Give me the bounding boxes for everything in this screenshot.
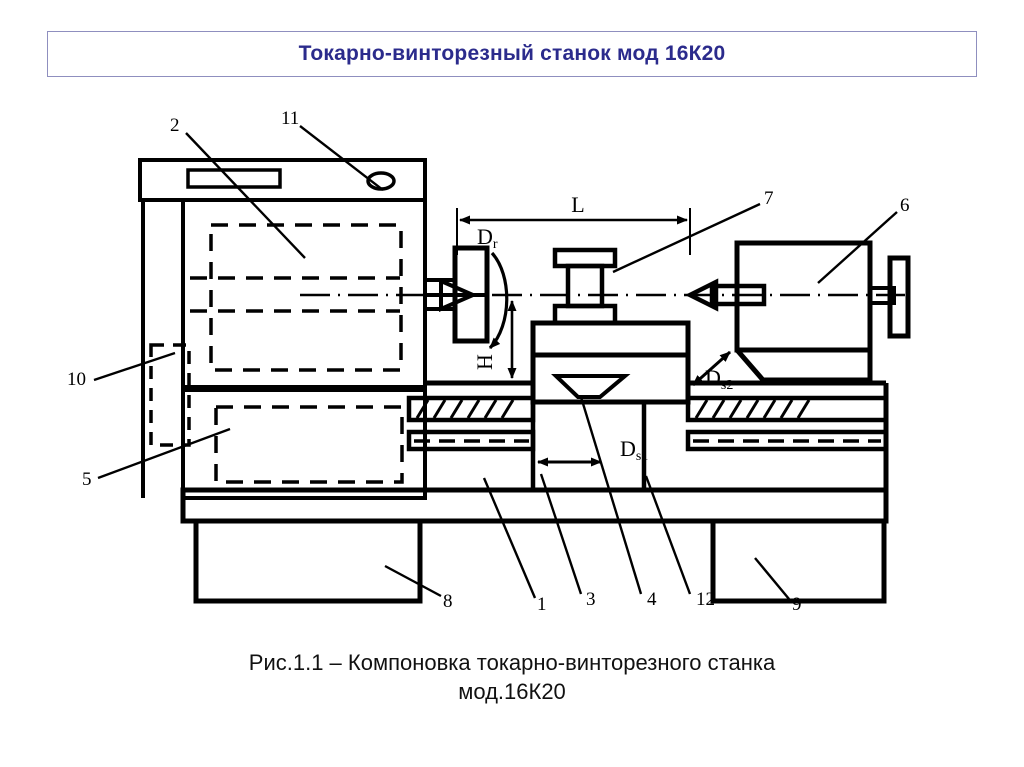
tool-post-cap <box>552 247 618 269</box>
callout-number-7: 7 <box>764 188 774 209</box>
callout-number-8: 8 <box>443 591 453 612</box>
callout-number-5: 5 <box>82 469 92 490</box>
cross-slide <box>530 320 691 358</box>
dimension-Ds2-line <box>692 350 731 387</box>
figure-caption: Рис.1.1 – Компоновка токарно-винторезног… <box>0 648 1024 706</box>
callout-leader-6 <box>817 211 898 284</box>
right-leg-pedestal <box>710 518 887 604</box>
callout-number-12: 12 <box>696 589 715 610</box>
tool-post-flange <box>552 303 618 326</box>
carriage-group <box>530 247 691 493</box>
control-panel-shelf <box>138 158 427 202</box>
left-leg-pedestal <box>193 518 423 604</box>
callout-leader-2 <box>185 132 306 259</box>
callouts-group <box>93 125 898 600</box>
callout-number-1: 1 <box>537 594 547 615</box>
callout-number-11: 11 <box>281 108 299 129</box>
callout-numbers-group: 2 11 7 6 10 5 8 1 3 4 12 9 <box>67 108 910 615</box>
feed-gearbox-hidden <box>214 405 404 484</box>
leadscrew-feedrod-group <box>406 395 889 452</box>
tailstock-handwheel <box>887 255 911 339</box>
tool-post-column <box>565 263 605 309</box>
leadscrew-left-threads <box>415 399 515 419</box>
carriage-v-notch <box>551 374 631 399</box>
dimension-H: H <box>472 300 517 379</box>
callout-leader-8 <box>384 564 442 598</box>
headstock-hidden-gearbox <box>209 223 403 372</box>
legs-group <box>193 518 887 604</box>
title-box: Токарно-винторезный станок мод 16К20 <box>47 31 977 77</box>
dimension-Dr-arc <box>488 251 509 350</box>
dimension-Ds1-label: Ds1 <box>620 436 648 464</box>
dimension-H-label: H <box>472 354 497 370</box>
callout-leader-12 <box>644 475 692 595</box>
callout-leader-10 <box>93 351 176 382</box>
callout-leader-5 <box>97 427 231 480</box>
headstock-body <box>181 198 427 389</box>
lathe-schematic-svg: L Dr H Ds1 <box>67 108 911 615</box>
tailstock-center-point <box>684 278 719 312</box>
dimension-Dr: Dr <box>477 224 509 350</box>
tailstock-body <box>734 240 873 353</box>
callout-number-3: 3 <box>586 589 596 610</box>
dimension-L: L <box>456 192 691 255</box>
callout-number-2: 2 <box>170 115 180 136</box>
callout-leader-1 <box>482 477 537 599</box>
callout-number-9: 9 <box>792 594 802 615</box>
tailstock-foot <box>735 348 873 383</box>
feedrod-left <box>406 429 536 452</box>
dimension-Dr-label: Dr <box>477 224 498 252</box>
control-panel-display <box>186 168 282 189</box>
leadscrew-right-threads <box>694 399 811 419</box>
leadscrew-left <box>406 395 536 423</box>
callout-leader-3 <box>539 473 583 595</box>
bed-bottom-plate <box>180 487 889 524</box>
callout-leader-9 <box>754 557 790 600</box>
tailstock-handwheel-shaft <box>868 286 896 305</box>
motor-hidden-box <box>149 343 191 447</box>
callout-number-10: 10 <box>67 369 86 390</box>
lathe-schematic: L Dr H Ds1 <box>0 80 1024 640</box>
dimension-Ds1: Ds1 <box>537 436 648 467</box>
dimension-Ds2: Ds2 <box>692 350 733 393</box>
callout-number-4: 4 <box>647 589 657 610</box>
caption-line-1: Рис.1.1 – Компоновка токарно-винторезног… <box>248 650 776 675</box>
callout-leader-7 <box>612 202 761 274</box>
callout-leader-4 <box>579 396 643 595</box>
caption-line-2: мод.16К20 <box>458 679 566 705</box>
tailstock-group <box>684 240 911 383</box>
dimension-L-label: L <box>571 192 584 217</box>
page-title: Токарно-винторезный станок мод 16К20 <box>298 42 726 65</box>
callout-leader-11 <box>299 125 384 191</box>
callout-number-6: 6 <box>900 195 910 216</box>
dimension-Ds2-label: Ds2 <box>705 365 733 393</box>
